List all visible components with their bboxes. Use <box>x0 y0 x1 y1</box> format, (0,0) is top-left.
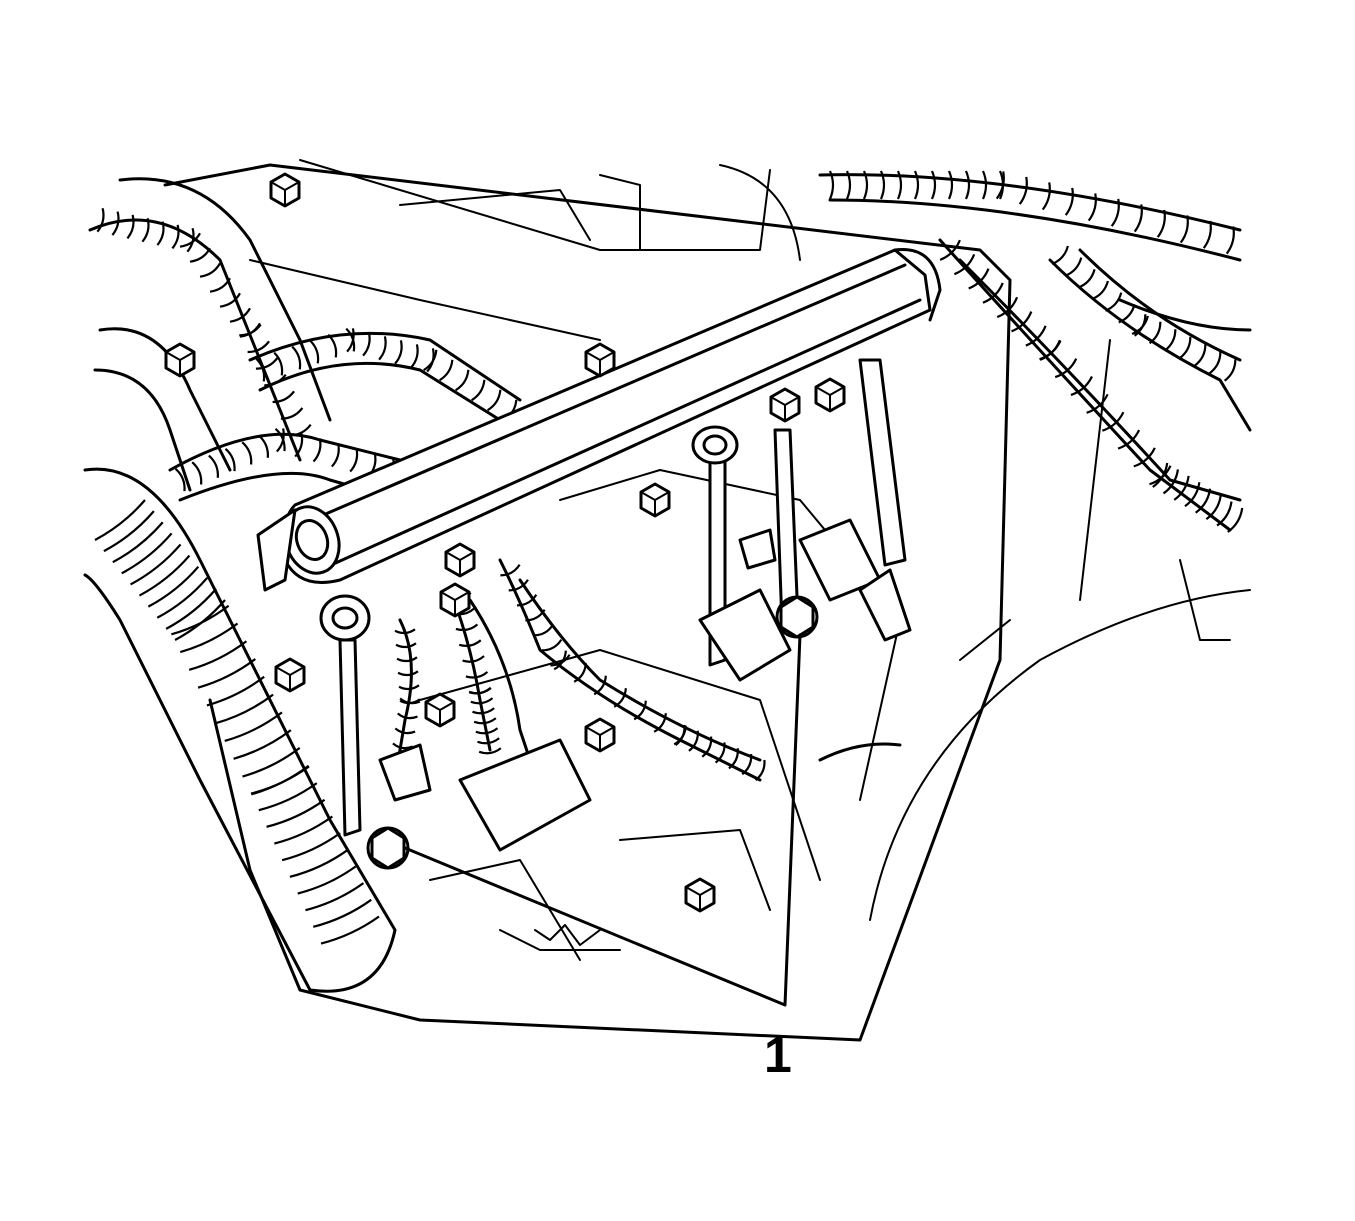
injector-connectors <box>378 518 912 852</box>
callout-label-1: 1 <box>764 1027 792 1083</box>
wiring-harness-right <box>818 170 1252 533</box>
engine-block-outline <box>163 159 1251 1042</box>
fuel-rail-bracket-left <box>319 594 371 837</box>
hex-bolts <box>164 172 846 913</box>
callout-1-leaders <box>403 633 802 1007</box>
fuel-rail <box>256 248 942 592</box>
fuel-rail-bracket-bolt-right <box>775 595 819 639</box>
fuel-rail-bracket-bolt-left <box>366 826 410 870</box>
wiring-harness-left <box>88 177 522 502</box>
injector-wires <box>387 558 902 782</box>
corrugated-conduit-left <box>83 467 397 993</box>
